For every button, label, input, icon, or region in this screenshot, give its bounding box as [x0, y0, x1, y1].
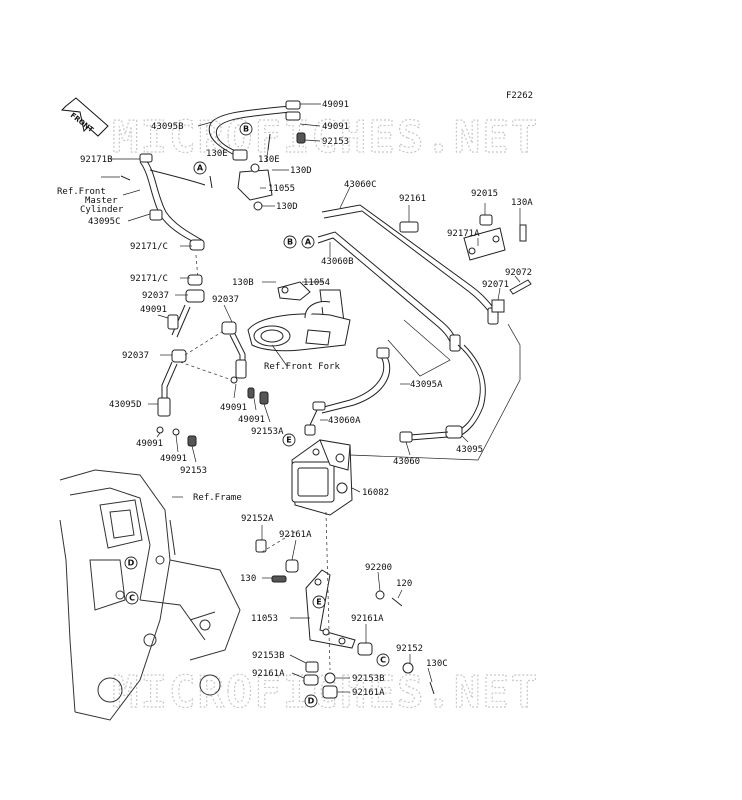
part-label: 49091: [238, 415, 265, 425]
part-label: 92153A: [251, 427, 284, 437]
part-label: 43095: [456, 445, 483, 455]
svg-text:D: D: [308, 697, 315, 706]
watermark-top: MICROFICHES.NET: [112, 112, 539, 163]
part-label: 92161A: [279, 530, 312, 540]
leader-lines: [101, 103, 521, 693]
ref-master-cylinder-line2: Master: [85, 196, 118, 206]
part-label: 130D: [276, 202, 298, 212]
part-label: 92037: [122, 351, 149, 361]
part-label: 92171B: [80, 155, 113, 165]
callout-circle: D: [304, 694, 318, 708]
part-label: 43095A: [410, 380, 443, 390]
part-label: 130A: [511, 198, 533, 208]
callout-circle: B: [239, 122, 253, 136]
part-label: 130E: [258, 155, 280, 165]
svg-text:B: B: [243, 125, 249, 134]
part-label: 92037: [212, 295, 239, 305]
reference-labels: Ref.Front Master Cylinder Ref.Front Fork…: [57, 187, 340, 503]
svg-text:A: A: [197, 164, 204, 173]
part-label: 49091: [136, 439, 163, 449]
front-arrow-icon: FRONT: [60, 97, 109, 137]
svg-text:C: C: [129, 594, 135, 603]
part-label: 43060A: [328, 416, 361, 426]
svg-text:E: E: [286, 436, 291, 445]
part-label: 92171/C: [130, 274, 168, 284]
callout-circle: E: [282, 433, 296, 447]
part-label: 43095B: [151, 122, 184, 132]
abs-hydraulic-unit: [291, 439, 353, 516]
svg-text:A: A: [305, 238, 312, 247]
front-fork-bracket: [247, 281, 351, 352]
part-label: 92161: [399, 194, 426, 204]
part-label: 130B: [232, 278, 254, 288]
part-label: 92200: [365, 563, 392, 573]
callout-circle: D: [124, 556, 138, 570]
part-label: 92037: [142, 291, 169, 301]
part-label: 92072: [505, 268, 532, 278]
part-label: 92153: [180, 466, 207, 476]
part-label: 43095C: [88, 217, 121, 227]
part-label: 43060C: [344, 180, 377, 190]
callout-circle: C: [125, 591, 139, 605]
svg-text:C: C: [380, 656, 386, 665]
lower-mount-bracket: [255, 511, 435, 699]
part-label: 130: [240, 574, 256, 584]
callout-circle: A: [301, 235, 315, 249]
part-label: 92071: [482, 280, 509, 290]
part-label: 49091: [160, 454, 187, 464]
part-label: 11055: [268, 184, 295, 194]
left-lower-hoses: [156, 254, 269, 447]
part-label: 49091: [220, 403, 247, 413]
ref-master-cylinder-line1: Ref.Front: [57, 187, 106, 197]
part-label: 92153B: [352, 674, 385, 684]
part-labels: 49091 43095B 49091 92153 92171B 130E 130…: [80, 100, 533, 698]
part-label: 92153B: [252, 651, 285, 661]
part-label: 49091: [140, 305, 167, 315]
part-label: 16082: [362, 488, 389, 498]
part-label: 130D: [290, 166, 312, 176]
part-label: 92171/C: [130, 242, 168, 252]
part-label: 49091: [322, 100, 349, 110]
callout-circle: E: [312, 595, 326, 609]
callout-circles: A B A B E D C E: [124, 122, 390, 708]
part-label: 92153: [322, 137, 349, 147]
part-label: 43095D: [109, 400, 142, 410]
part-label: 92152: [396, 644, 423, 654]
ref-frame: Ref.Frame: [193, 493, 242, 503]
part-label: 92015: [471, 189, 498, 199]
svg-text:D: D: [128, 559, 135, 568]
part-label: 92171A: [447, 229, 480, 239]
callout-circle: A: [193, 161, 207, 175]
part-label: 92161A: [252, 669, 285, 679]
part-label: 11053: [251, 614, 278, 624]
part-label: 120: [396, 579, 412, 589]
upper-hose-assembly: [120, 100, 306, 251]
part-label: 43060B: [321, 257, 354, 267]
part-label: 92152A: [241, 514, 274, 524]
part-label: 130C: [426, 659, 448, 669]
part-label: 43060: [393, 457, 420, 467]
callout-circle: B: [283, 235, 297, 249]
part-label: 92161A: [352, 688, 385, 698]
part-label: 130E: [206, 149, 228, 159]
ref-front-fork: Ref.Front Fork: [264, 362, 340, 372]
part-label: 11054: [303, 278, 330, 288]
part-label: 92161A: [351, 614, 384, 624]
part-label: 49091: [322, 122, 349, 132]
diagram-code: F2262: [506, 91, 533, 101]
ref-master-cylinder-line3: Cylinder: [80, 205, 124, 215]
svg-text:E: E: [316, 598, 321, 607]
motorcycle-frame: [59, 469, 241, 721]
svg-text:B: B: [287, 238, 293, 247]
callout-circle: C: [376, 653, 390, 667]
